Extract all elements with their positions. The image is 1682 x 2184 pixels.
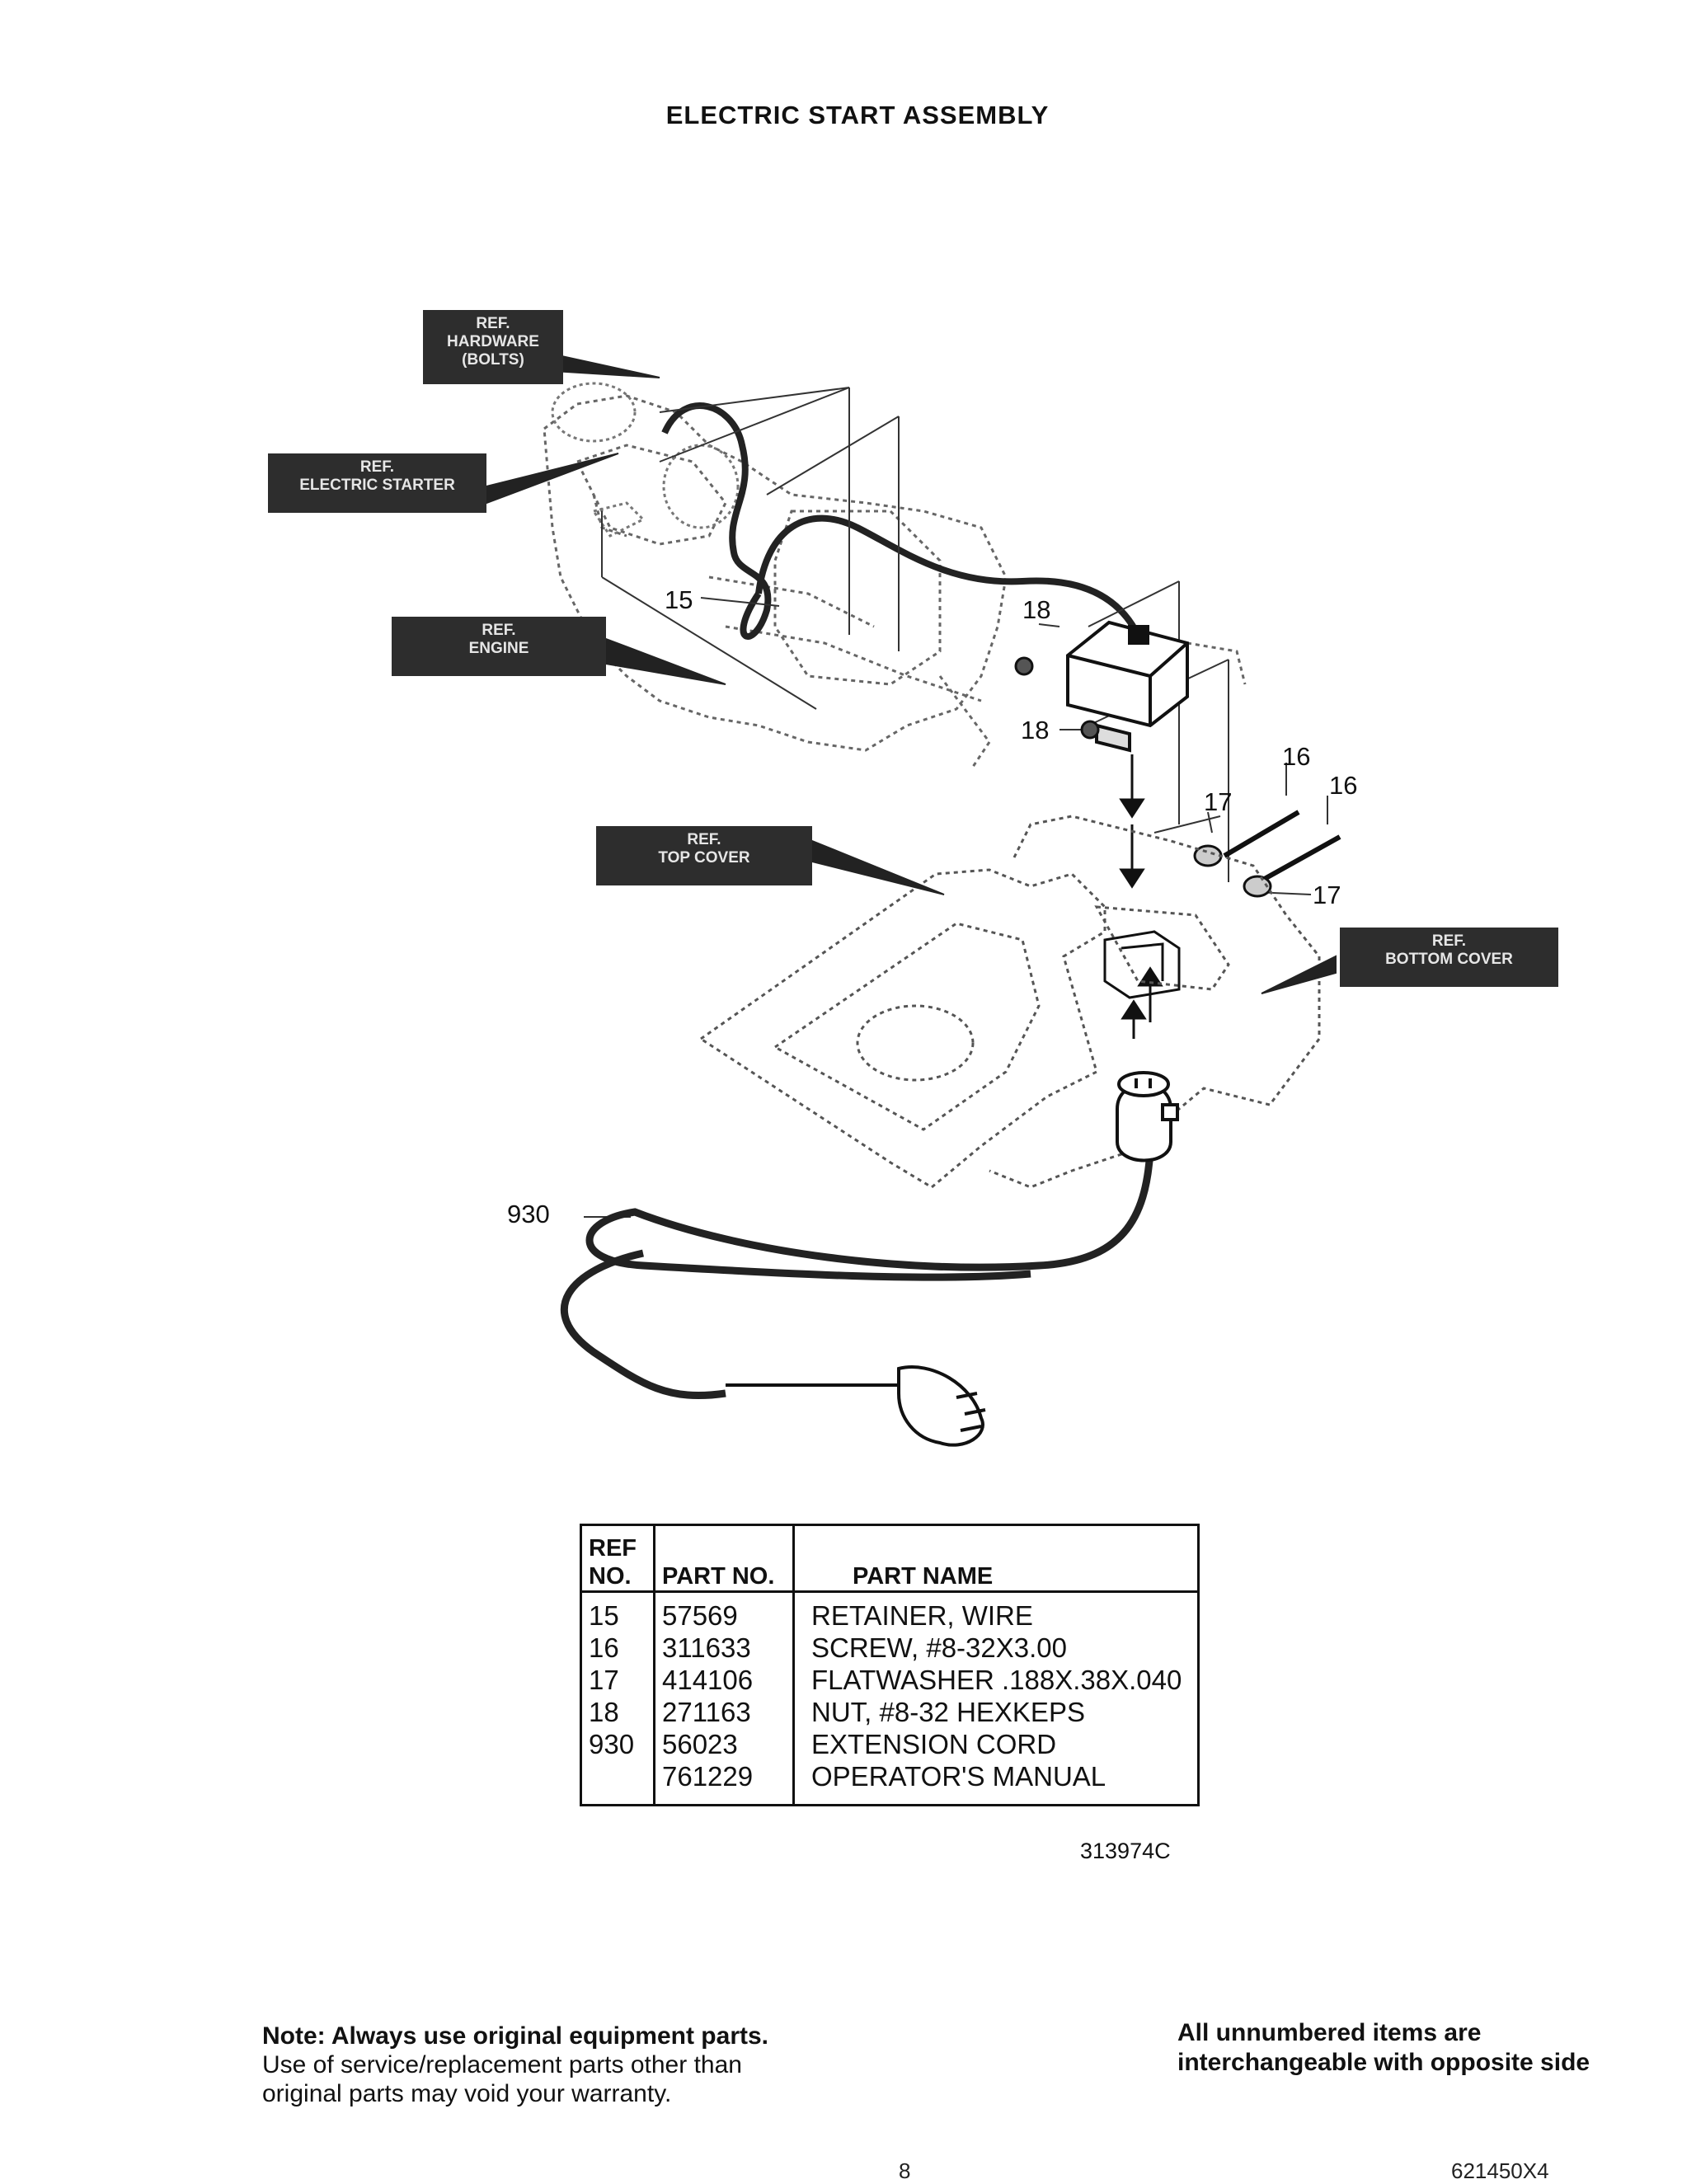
part-name-cell: SCREW, #8-32X3.00 <box>811 1632 1067 1663</box>
callout-18-lower: 18 <box>1021 716 1050 744</box>
bottom-cover-outline <box>989 815 1321 1189</box>
wire-harness <box>661 402 1141 640</box>
ref-electric-starter-label: REF. ELECTRIC STARTER <box>268 453 486 513</box>
ref-hardware-label: REF. HARDWARE (BOLTS) <box>423 310 563 384</box>
table-row: 930 56023 EXTENSION CORD <box>580 1728 1199 1760</box>
table-header-row: REF NO. PART NO. PART NAME <box>580 1524 1199 1593</box>
header-part-no: PART NO. <box>654 1524 795 1593</box>
drawing-number: 313974C <box>1080 1839 1171 1863</box>
table-row: 15 57569 RETAINER, WIRE <box>580 1591 1199 1632</box>
page-title: ELECTRIC START ASSEMBLY <box>665 101 1050 129</box>
ref-top-cover-label: REF. TOP COVER <box>596 826 812 885</box>
receptacle-bracket <box>1103 930 1181 999</box>
part-no-cell: 414106 <box>654 1664 795 1696</box>
ref-cell: 18 <box>580 1696 655 1728</box>
header-ref-no: REF NO. <box>580 1524 655 1593</box>
part-name-cell: EXTENSION CORD <box>811 1729 1057 1759</box>
exploded-parts-diagram <box>486 353 1341 1447</box>
label-pointers <box>486 353 1337 994</box>
table-row: 16 311633 SCREW, #8-32X3.00 <box>580 1632 1199 1664</box>
header-part-name: PART NAME <box>793 1524 1199 1593</box>
extension-cord <box>560 1149 1154 1399</box>
callout-17-lower: 17 <box>1313 881 1341 909</box>
arrows <box>1119 754 1163 1039</box>
cord-plug-end <box>1116 1071 1179 1162</box>
ref-cell: 17 <box>580 1664 655 1696</box>
leader-lines <box>584 387 1328 1218</box>
part-no-cell: 311633 <box>654 1632 795 1664</box>
ref-cell: 930 <box>580 1728 655 1760</box>
original-parts-note: Note: Always use original equipment part… <box>262 2022 773 2108</box>
note-text: Use of service/replacement parts other t… <box>262 2051 742 2107</box>
part-no-cell: 761229 <box>654 1760 795 1806</box>
callout-18-upper: 18 <box>1022 595 1051 624</box>
callout-17-upper: 17 <box>1204 787 1233 816</box>
note-bold-text: Note: Always use original equipment part… <box>262 2022 769 2050</box>
nuts-and-screws <box>1014 656 1341 898</box>
part-name-cell: OPERATOR'S MANUAL <box>811 1761 1106 1792</box>
power-plug <box>726 1365 986 1447</box>
part-no-cell: 56023 <box>654 1728 795 1760</box>
starter-detail <box>551 382 740 538</box>
callout-16-left: 16 <box>1282 742 1311 771</box>
callout-16-right: 16 <box>1329 771 1358 800</box>
part-no-cell: 271163 <box>654 1696 795 1728</box>
document-code: 621450X4 <box>1451 2158 1549 2183</box>
table-row: 18 271163 NUT, #8-32 HEXKEPS <box>580 1696 1199 1728</box>
table-row: 761229 OPERATOR'S MANUAL <box>580 1760 1199 1806</box>
ref-cell: 15 <box>580 1591 655 1632</box>
interchangeable-note: All unnumbered items are interchangeable… <box>1177 2019 1590 2076</box>
top-cover-outline <box>698 868 1106 1189</box>
table-row: 17 414106 FLATWASHER .188X.38X.040 <box>580 1664 1199 1696</box>
ref-cell <box>580 1760 655 1806</box>
ref-engine-label: REF. ENGINE <box>392 617 606 676</box>
part-no-cell: 57569 <box>654 1591 795 1632</box>
control-box <box>1066 620 1189 753</box>
part-name-cell: RETAINER, WIRE <box>811 1600 1033 1631</box>
engine-outline <box>543 394 1247 768</box>
part-name-cell: FLATWASHER .188X.38X.040 <box>811 1665 1182 1695</box>
part-name-cell: NUT, #8-32 HEXKEPS <box>811 1697 1085 1727</box>
parts-list-table: REF NO. PART NO. PART NAME 15 57569 RETA… <box>580 1524 1200 1806</box>
page-number: 8 <box>899 2158 911 2183</box>
ref-bottom-cover-label: REF. BOTTOM COVER <box>1340 928 1558 987</box>
callout-930: 930 <box>507 1200 550 1228</box>
ref-cell: 16 <box>580 1632 655 1664</box>
callout-15: 15 <box>665 585 693 614</box>
